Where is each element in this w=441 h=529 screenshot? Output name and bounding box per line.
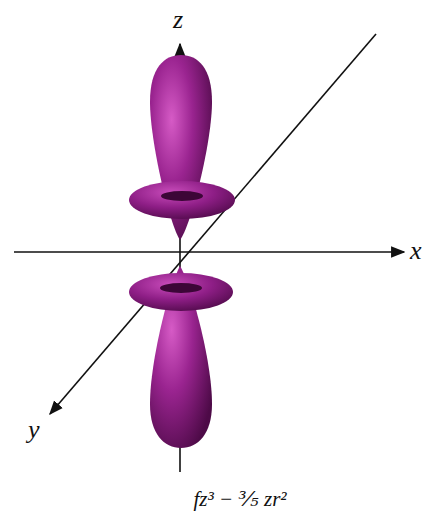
axis-label: z <box>173 6 183 35</box>
upper-torus <box>129 181 235 219</box>
lower-torus <box>129 273 233 311</box>
axis-label: x <box>410 237 422 266</box>
axes <box>14 34 404 472</box>
y-axis <box>50 34 376 414</box>
orbital-caption: fz³ − ⅗ zr² <box>193 488 286 511</box>
axis-label: y <box>28 416 40 445</box>
x-axis <box>14 251 404 253</box>
